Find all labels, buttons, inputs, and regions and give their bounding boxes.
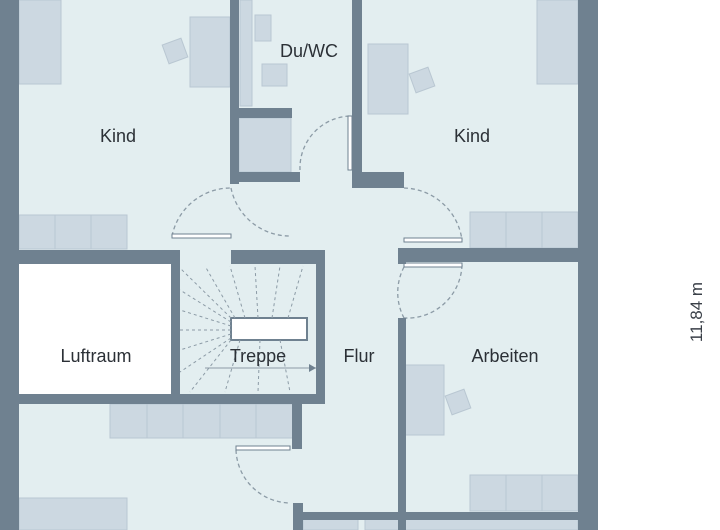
chair-arbeiten: [444, 388, 472, 416]
bath-fixture-3: [261, 63, 288, 87]
door-arc-bottom: [235, 449, 291, 504]
bath-fixture-2: [254, 14, 272, 42]
label-treppe: Treppe: [230, 346, 286, 366]
bed-right: [536, 0, 579, 85]
stair-core: [230, 317, 308, 341]
label-kind-left: Kind: [100, 126, 136, 146]
furniture-bath: [238, 0, 292, 173]
label-kind-right: Kind: [454, 126, 490, 146]
wall-bath-left: [230, 108, 292, 118]
luftraum-void: [19, 264, 174, 394]
door-leaf-bottom: [235, 445, 291, 451]
stair-arrow-head: [309, 364, 316, 372]
wall-kind-left-right: [230, 0, 239, 184]
desk-right: [367, 43, 409, 115]
wall-bath-right: [352, 0, 362, 182]
door-arc-kind-right: [403, 187, 463, 241]
shower: [238, 117, 292, 173]
wall-kind-right-left: [352, 172, 404, 188]
label-flur: Flur: [344, 346, 375, 366]
wall-mid-segment: [231, 250, 325, 264]
door-leaf-kind-right: [403, 237, 463, 243]
wardrobe-right: [469, 211, 579, 249]
wall-kind-right-stub: [398, 172, 404, 188]
label-luftraum: Luftraum: [60, 346, 131, 366]
door-arc-flur-left: [230, 187, 292, 237]
door-leaf-kind-left: [171, 233, 232, 239]
door-leaves: [171, 115, 463, 451]
wardrobe-arbeiten: [469, 474, 579, 512]
door-arc-kind-left: [171, 187, 232, 237]
bath-fixture-1: [239, 0, 253, 107]
door-swings: [171, 115, 463, 504]
walls: [0, 0, 598, 530]
furniture-arbeiten: [403, 364, 579, 512]
wall-outer-left: [0, 0, 19, 530]
wall-arbeiten-left: [398, 318, 406, 530]
door-arc-bath: [299, 115, 351, 171]
dimension-height-label: 11,84 m: [687, 282, 706, 342]
chair-right: [408, 66, 436, 94]
wall-outer-right: [578, 0, 598, 530]
door-leaf-arbeiten: [403, 262, 463, 268]
wardrobe-left: [18, 214, 128, 250]
wall-bottom-right-stub: [293, 503, 303, 530]
wall-bath-bottom: [230, 172, 300, 182]
wall-right-mid: [398, 248, 578, 262]
wall-bottom-right: [293, 512, 578, 520]
wall-bottom-stub: [292, 394, 302, 449]
label-du-wc: Du/WC: [280, 41, 338, 61]
furniture-kind-left: [18, 0, 231, 250]
desk-left: [189, 16, 231, 88]
furniture-bottom: [18, 403, 579, 530]
door-leaf-bath: [347, 115, 353, 171]
wall-bottom-left: [0, 394, 325, 404]
chair-left: [161, 37, 189, 65]
label-arbeiten: Arbeiten: [471, 346, 538, 366]
desk-arbeiten: [403, 364, 445, 436]
door-arc-arbeiten-2: [403, 264, 463, 319]
wall-stairs-right: [316, 264, 325, 404]
wall-arbeiten-left-top: [398, 248, 406, 264]
wall-flur-left: [171, 264, 180, 404]
bed-left: [18, 0, 62, 85]
wall-left-mid: [0, 250, 180, 264]
cabinet-bottom: [109, 403, 294, 439]
furniture-kind-right: [367, 0, 579, 249]
staircase: [179, 265, 316, 393]
bed-bottom: [18, 497, 128, 530]
